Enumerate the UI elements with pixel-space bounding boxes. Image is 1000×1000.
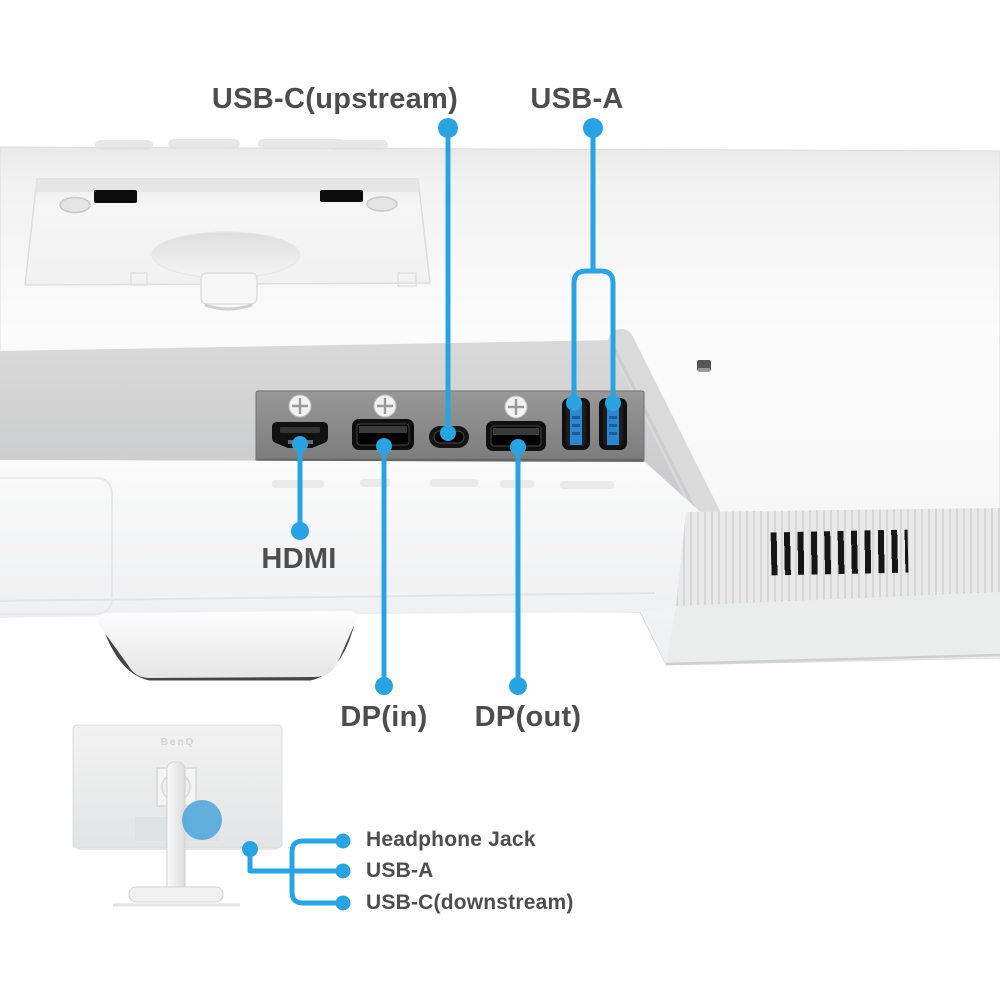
side-ports-highlight-circle: [182, 800, 222, 840]
screw-icon: [373, 394, 397, 418]
usb-c-upstream-label: USB-C(upstream): [211, 83, 459, 115]
dp-in-label: DP(in): [340, 701, 428, 733]
usb-a-side-label: USB-A: [366, 859, 434, 882]
screw-icon: [288, 394, 312, 418]
callout-side-ports-line: [247, 846, 346, 874]
dp-out-port: [486, 421, 546, 451]
top-edge-bumps: [95, 139, 388, 150]
stand-column: [166, 761, 186, 899]
monitor-small-rear-view: [72, 724, 283, 907]
stand-mount-bowl: [151, 231, 301, 279]
vesa-slot-right: [320, 190, 363, 202]
dp-in-port: [352, 419, 414, 450]
usb-a-port-2: [599, 398, 627, 450]
usb-c-downstream-label: USB-C(downstream): [366, 891, 574, 914]
small-slot: [697, 360, 711, 372]
screw-hole-right: [366, 196, 398, 212]
callout-side-ports-bracket: [289, 838, 346, 906]
brand-logo: BenQ: [160, 737, 196, 748]
screw-hole-left: [59, 196, 91, 214]
headphone-jack-label: Headphone Jack: [366, 828, 536, 851]
vesa-mount-recess: [24, 178, 431, 311]
vesa-slot-left: [94, 190, 137, 203]
vent-grille: [676, 508, 1000, 606]
hdmi-label: HDMI: [261, 543, 337, 575]
stand-base: [128, 886, 224, 903]
screw-icon: [504, 395, 528, 419]
usb-a-port-1: [562, 398, 590, 450]
usb-a-top-label: USB-A: [530, 83, 624, 115]
stand-mount-tab: [200, 272, 258, 305]
vent-slots: [770, 529, 909, 576]
lower-shell: [0, 460, 705, 617]
callout-dots: [242, 118, 621, 911]
bottom-rim: [666, 591, 1000, 664]
monitor-stand-foot: [98, 611, 357, 681]
dp-out-label: DP(out): [474, 701, 582, 733]
monitor-rear-view: [0, 139, 1000, 681]
hdmi-port: [272, 422, 328, 448]
callout-usb-a-bracket: [571, 268, 616, 405]
